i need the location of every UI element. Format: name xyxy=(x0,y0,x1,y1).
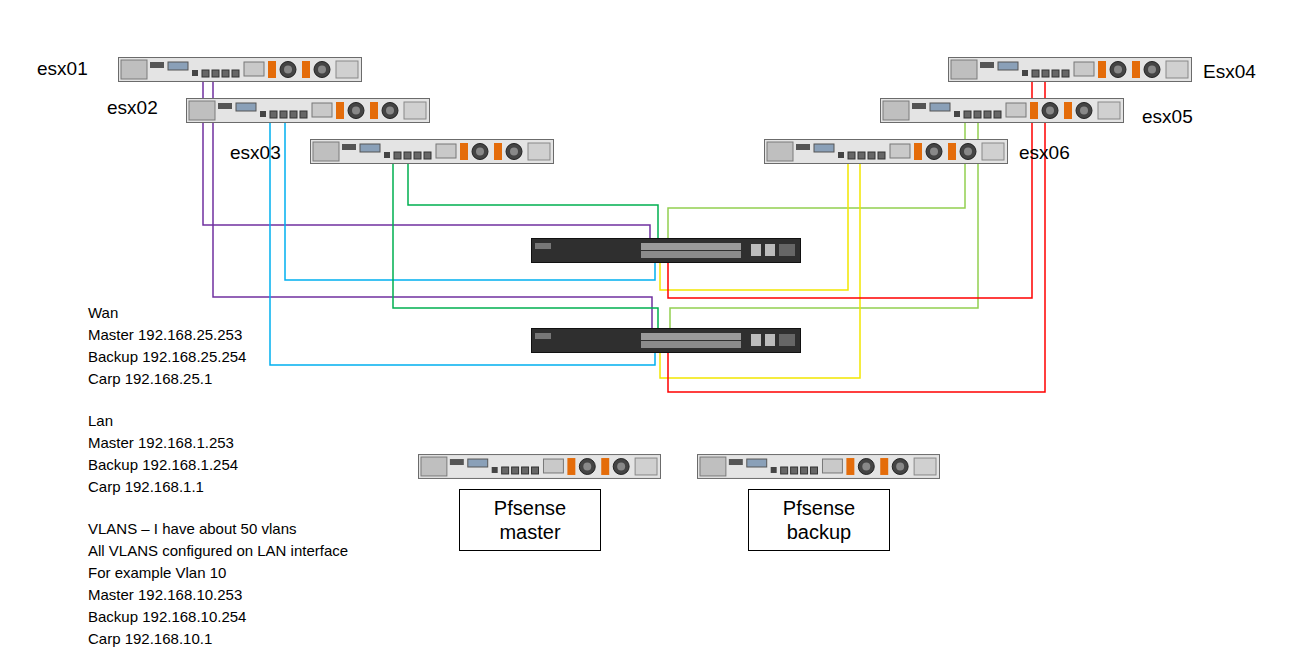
server-node: Esx04 xyxy=(948,57,1192,82)
server-node: esx02 xyxy=(186,98,430,123)
wires xyxy=(203,80,1045,392)
server-node: esx06 xyxy=(764,139,1008,164)
config-note: For example Vlan 10 xyxy=(88,564,226,582)
switch-illustration xyxy=(532,329,801,353)
server-illustration xyxy=(119,58,362,82)
config-note: Carp 192.168.25.1 xyxy=(88,370,212,388)
firewall-illustration xyxy=(697,455,939,479)
config-note: Master 192.168.1.253 xyxy=(88,434,234,452)
server-label: esx06 xyxy=(1019,142,1070,164)
switch-illustration xyxy=(532,239,801,263)
config-note: Master 192.168.10.253 xyxy=(88,586,242,604)
config-note: Lan xyxy=(88,412,113,430)
server-illustration xyxy=(949,58,1192,82)
server-label: esx03 xyxy=(230,142,281,164)
server-node: esx05 xyxy=(880,98,1124,123)
firewall-label: Pfsense master xyxy=(470,496,590,544)
server-illustration xyxy=(765,140,1008,164)
server-label: esx01 xyxy=(37,58,88,80)
server-label: Esx04 xyxy=(1203,61,1256,83)
config-note: All VLANS configured on LAN interface xyxy=(88,542,348,560)
config-note: Wan xyxy=(88,304,118,322)
config-note: Carp 192.168.1.1 xyxy=(88,478,204,496)
config-note: Master 192.168.25.253 xyxy=(88,326,242,344)
server-illustration xyxy=(187,99,430,123)
firewall-illustration xyxy=(418,455,660,479)
server-label: esx05 xyxy=(1142,106,1193,128)
server-illustration xyxy=(311,140,554,164)
firewall-label: Pfsense backup xyxy=(759,496,879,544)
server-illustration xyxy=(881,99,1124,123)
config-note: Backup 192.168.10.254 xyxy=(88,608,246,626)
config-note: Backup 192.168.25.254 xyxy=(88,348,246,366)
firewall-box: Pfsense master xyxy=(459,489,601,551)
server-node: esx03 xyxy=(310,139,554,164)
config-note: Carp 192.168.10.1 xyxy=(88,630,212,648)
config-note: VLANS – I have about 50 vlans xyxy=(88,520,296,538)
server-label: esx02 xyxy=(107,97,158,119)
firewall-box: Pfsense backup xyxy=(748,489,890,551)
config-note: Backup 192.168.1.254 xyxy=(88,456,238,474)
server-node: esx01 xyxy=(118,57,362,82)
